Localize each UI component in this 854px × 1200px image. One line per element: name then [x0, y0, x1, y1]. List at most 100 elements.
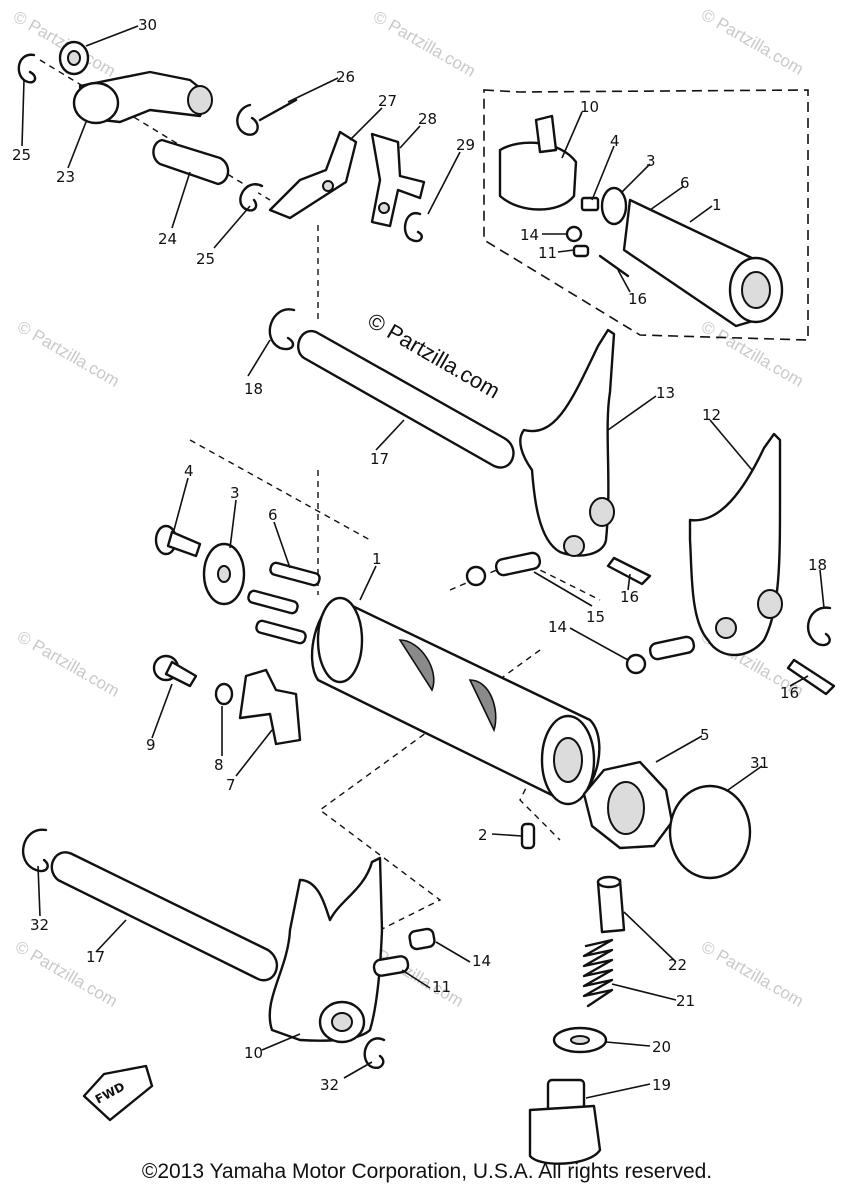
part-17-shift-shaft-upper	[297, 329, 515, 469]
part-10-shift-fork-lower	[268, 856, 384, 1044]
part-5-segment-plate	[582, 760, 674, 850]
callout-32: 32	[30, 916, 49, 934]
callout-4: 4	[184, 462, 194, 480]
callout-20: 20	[652, 1038, 671, 1056]
fwd-direction-marker: FWD	[82, 1064, 154, 1122]
part-32-circlip-right	[363, 1037, 386, 1070]
part-18-circlip-upper	[268, 308, 296, 351]
callout-15: 15	[586, 608, 605, 626]
callout-11: 11	[538, 244, 557, 262]
callout-labels: 30 26 27 28 29 25 23 24 25 10 4 3 6 1 14…	[12, 16, 827, 1094]
inset-part-1-drum	[622, 198, 784, 328]
part-28-lever	[370, 132, 426, 228]
watermark-faint: © Partzilla.com	[14, 317, 123, 391]
callout-9: 9	[146, 736, 156, 754]
inset-part-10-fork	[498, 114, 578, 211]
watermark-faint: © Partzilla.com	[14, 627, 123, 701]
part-9-bolt	[152, 654, 198, 688]
part-18-circlip-right	[807, 606, 832, 647]
part-13-shift-fork	[519, 328, 616, 557]
callout-26: 26	[336, 68, 355, 86]
part-3-plate-left	[202, 542, 246, 606]
callout-10: 10	[580, 98, 599, 116]
callout-30: 30	[138, 16, 157, 34]
callout-29: 29	[456, 136, 475, 154]
watermark-faint: © Partzilla.com	[698, 937, 807, 1011]
inset-part-4-bolt	[580, 196, 600, 212]
part-19-plug-bolt	[528, 1078, 602, 1165]
copyright-notice: ©2013 Yamaha Motor Corporation, U.S.A. A…	[141, 1160, 713, 1183]
part-8-washer	[214, 682, 234, 706]
callout-13: 13	[656, 384, 675, 402]
part-7-stopper-lever	[238, 668, 302, 746]
callout-7: 7	[226, 776, 236, 794]
part-14-rollers	[465, 565, 647, 675]
callout-25: 25	[12, 146, 31, 164]
part-29-circlip	[403, 212, 423, 243]
callout-6: 6	[680, 174, 690, 192]
callout-2: 2	[478, 826, 488, 844]
callout-14: 14	[548, 618, 567, 636]
callout-32: 32	[320, 1076, 339, 1094]
watermark-faint: © Partzilla.com	[370, 7, 479, 81]
part-26-spring	[236, 98, 298, 136]
part-2-dowel-pin	[520, 822, 536, 850]
callout-16: 16	[620, 588, 639, 606]
callout-6: 6	[268, 506, 278, 524]
watermark-faint: © Partzilla.com	[698, 317, 807, 391]
callout-8: 8	[214, 756, 224, 774]
inset-box	[483, 89, 809, 341]
callout-11: 11	[432, 978, 451, 996]
part-15-guide-pins	[494, 551, 696, 661]
callout-17: 17	[370, 450, 389, 468]
part-14-roller-lower	[408, 927, 436, 951]
callout-14: 14	[472, 952, 491, 970]
watermark-faint: © Partzilla.com	[698, 5, 807, 79]
callout-12: 12	[702, 406, 721, 424]
inset-part-16-clip	[598, 254, 630, 278]
callout-24: 24	[158, 230, 177, 248]
callout-1: 1	[372, 550, 382, 568]
part-12-shift-fork	[688, 432, 783, 657]
callout-23: 23	[56, 168, 75, 186]
callout-28: 28	[418, 110, 437, 128]
callout-25: 25	[196, 250, 215, 268]
callout-3: 3	[646, 152, 656, 170]
part-23-shift-arm	[72, 70, 213, 125]
callout-31: 31	[750, 754, 769, 772]
part-17-shift-shaft-lower	[50, 851, 279, 982]
part-21-spring	[582, 938, 614, 1008]
callout-4: 4	[610, 132, 620, 150]
callout-16: 16	[628, 290, 647, 308]
part-30-washer	[58, 40, 90, 76]
callout-14: 14	[520, 226, 539, 244]
callout-19: 19	[652, 1076, 671, 1094]
leader-lines	[21, 25, 825, 1099]
callout-10: 10	[244, 1044, 263, 1062]
part-25-circlip-top	[17, 53, 37, 84]
part-32-circlip-left	[21, 828, 49, 873]
part-31-cover	[668, 784, 752, 880]
part-4-bolt-left	[154, 524, 202, 558]
callout-18: 18	[808, 556, 827, 574]
part-27-plate	[268, 130, 358, 220]
callout-5: 5	[700, 726, 710, 744]
inset-part-3-plate	[600, 186, 628, 226]
callout-18: 18	[244, 380, 263, 398]
part-24-pin	[152, 138, 230, 186]
part-6-pins-left	[247, 561, 321, 645]
part-16-clip-mid	[606, 556, 652, 586]
callout-17: 17	[86, 948, 105, 966]
part-22-plunger	[596, 875, 626, 934]
callout-27: 27	[378, 92, 397, 110]
part-25-circlip-lower	[239, 183, 264, 212]
part-16-clip-right	[786, 658, 836, 696]
inset-part-14-pin	[565, 225, 583, 243]
inset-part-11-pin	[572, 244, 590, 258]
part-11-pin-lower	[372, 955, 410, 977]
callout-3: 3	[230, 484, 240, 502]
callout-21: 21	[676, 992, 695, 1010]
callout-22: 22	[668, 956, 687, 974]
part-1-shift-drum	[310, 596, 601, 806]
